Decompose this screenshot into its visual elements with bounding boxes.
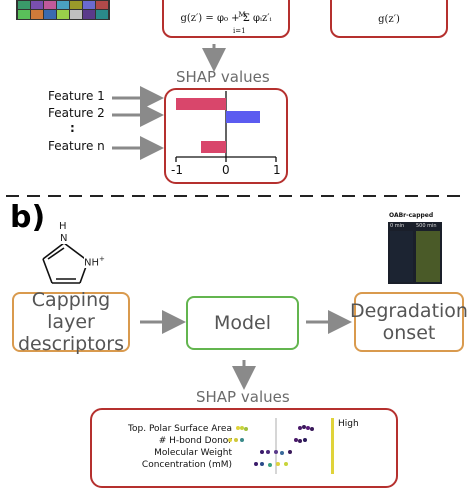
feature-1-label: Feature 1 [48,89,105,103]
tick-label-1: 1 [273,163,281,177]
photo-time-left: 0 min [390,223,405,229]
sample-degraded [416,231,440,282]
sample-fresh [390,231,413,282]
feature-mw-label: Molecular Weight [154,448,232,458]
formula-sum-limits: M [232,4,252,26]
photo-time-right: 500 min [416,223,437,229]
feature-hbond-label: # H-bond Donor [158,436,232,446]
oabr-photo-title: OABr-capped [389,212,434,219]
formula-lhs: g(z′) = φ₀ + Σ φᵢz′ᵢ [180,12,272,24]
capping-layer-descriptors-box: Capping layer descriptors [12,289,130,355]
shap-values-title-a: SHAP values [176,68,270,86]
imidazolium-molecule [42,242,89,284]
colorbar-high-label: High [338,419,359,429]
model-output-formula: g(z′) [378,13,400,25]
feature-2-label: Feature 2 [48,106,105,120]
tick-label-neg1: -1 [171,163,183,177]
feature-tpsa-label: Top. Polar Surface Area [128,424,232,434]
molecule-nh-text: NH [84,257,99,269]
tick-label-0: 0 [222,163,230,177]
feature-concentration-label: Concentration (mM) [141,460,232,470]
feature-n-label: Feature n [48,139,105,153]
formula-sum-bottom: i=1 [233,27,246,35]
degradation-onset-box: Degradation onset [350,292,468,352]
additive-model-box: g(z′) = φ₀ + Σ φᵢz′ᵢ [162,0,290,38]
pixel-grid-icon [16,0,110,20]
shap-values-title-b: SHAP values [196,388,290,406]
molecule-n-label: N [59,233,69,244]
panel-b-label: b) [10,200,46,235]
diagram-canvas [6,0,468,390]
oabr-photo: 0 min 500 min [388,222,442,284]
molecule-nh-plus-label: NH+ [84,255,105,269]
model-box: Model [186,296,299,350]
feature-ellipsis: : [70,121,75,135]
molecule-h-label: H [59,221,67,232]
formula-sum-top: M [238,11,246,19]
model-output-box: g(z′) [330,0,448,38]
